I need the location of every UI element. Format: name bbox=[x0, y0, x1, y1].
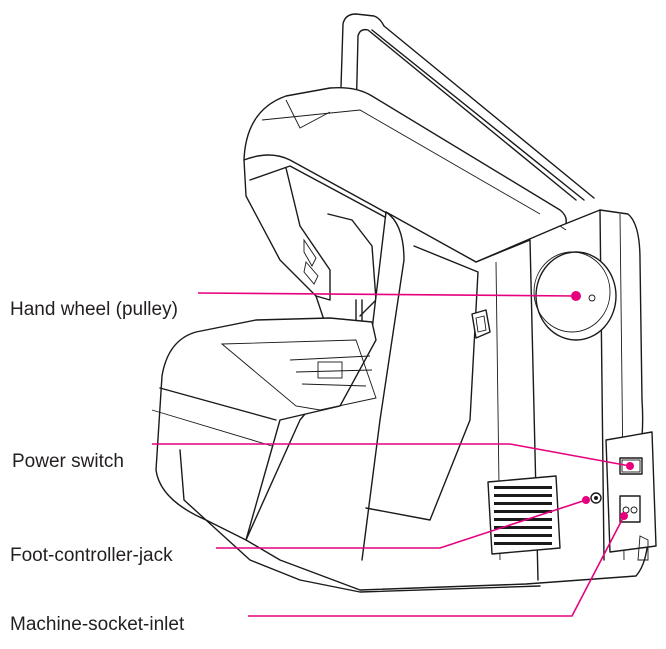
leader-hand-wheel bbox=[197, 292, 577, 297]
label-foot-controller-jack: Foot-controller-jack bbox=[10, 545, 173, 566]
foot-jack bbox=[590, 492, 602, 504]
leader-power-switch bbox=[152, 443, 631, 467]
vent-grille bbox=[487, 475, 561, 555]
label-hand-wheel: Hand wheel (pulley) bbox=[10, 299, 178, 320]
leader-endpoints bbox=[571, 291, 634, 520]
label-power-switch: Power switch bbox=[12, 451, 124, 472]
side-latch bbox=[471, 309, 491, 339]
label-machine-socket-inlet: Machine-socket-inlet bbox=[10, 614, 185, 635]
leader-foot-jack bbox=[216, 499, 587, 549]
carry-handle bbox=[339, 13, 595, 201]
base-edge bbox=[179, 449, 649, 593]
leader-socket-inlet bbox=[248, 515, 625, 617]
power-panel bbox=[605, 431, 657, 553]
machine-head bbox=[243, 86, 567, 267]
leader-lines bbox=[152, 292, 631, 617]
machine-bed bbox=[151, 317, 377, 541]
